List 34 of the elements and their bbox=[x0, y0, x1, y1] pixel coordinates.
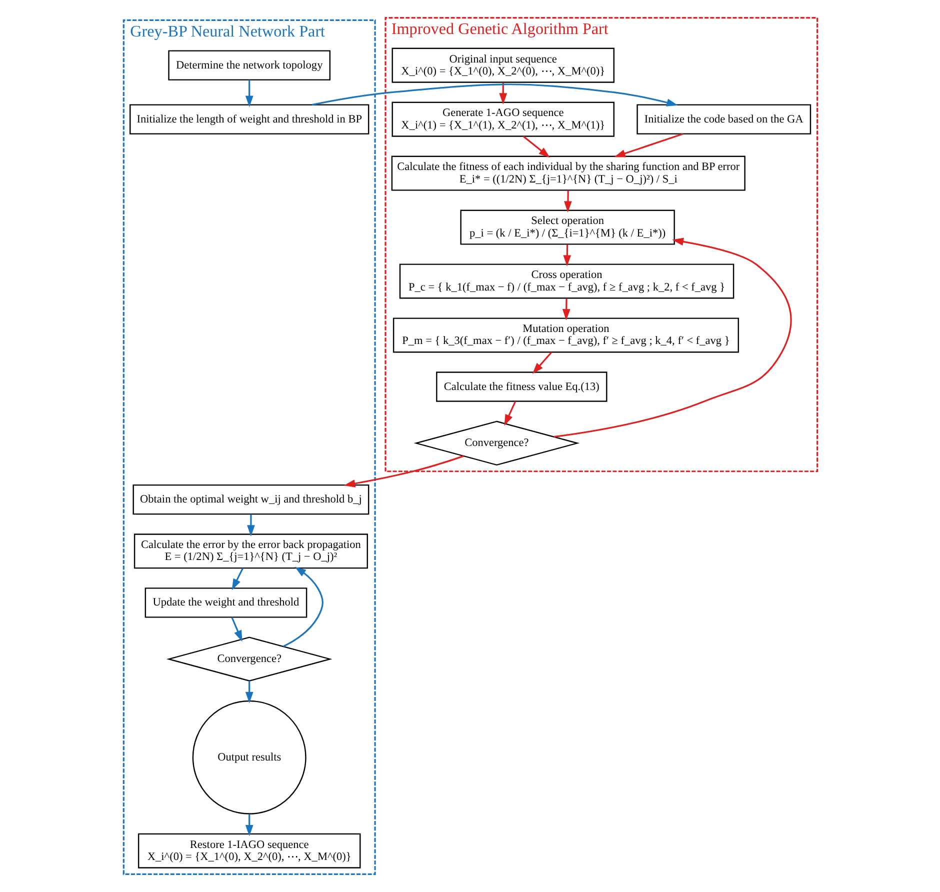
arrow bbox=[614, 133, 683, 158]
arrow bbox=[244, 814, 253, 836]
node-box: Initialize the code based on the GA bbox=[636, 104, 811, 134]
arrow bbox=[246, 514, 254, 536]
node-box: Cross operation P_c = { k_1(f_max − f) / (f_max − f_avg), f ≥ f_avg ; k_2, f < f_avg } bbox=[398, 264, 734, 299]
node-box: Calculate the fitness of each individual by the sharing function and BP error E_i* = ((1/2N) Σ_{j=1}^{N} (T_j − O_j)²) / S_i bbox=[390, 156, 745, 191]
arrow bbox=[311, 84, 678, 106]
node-box: Original input sequence X_i^(0) = {X_1^(0), X_2^(0), ⋯, X_M^(0)} bbox=[391, 48, 614, 83]
node-box: Mutation operation P_m = { k_3(f_max − f′) / (f_max − f_avg), f′ ≥ f_avg ; k_4, f′ < f_avg } bbox=[392, 318, 738, 353]
arrow bbox=[244, 80, 253, 108]
arrow bbox=[532, 352, 552, 374]
node-box: Calculate the error by the error back propagation E = (1/2N) Σ_{j=1}^{N} (T_j − O_j)² bbox=[133, 534, 368, 569]
node-diamond: Convergence? bbox=[413, 420, 580, 466]
arrow bbox=[504, 401, 516, 426]
node-box: Generate 1-AGO sequence X_i^(1) = {X_1^(1), X_2^(1), ⋯, X_M^(1)} bbox=[391, 102, 614, 137]
arrow bbox=[231, 568, 243, 590]
arrow bbox=[562, 298, 570, 320]
node-box: Initialize the length of weight and threshold in BP bbox=[129, 104, 369, 134]
arrow bbox=[522, 136, 550, 158]
arrow bbox=[498, 82, 507, 104]
arrow bbox=[553, 238, 792, 438]
node-box: Select operation p_i = (k / E_i*) / (Σ_{i=1}^{M} (k / E_i*)) bbox=[460, 210, 674, 245]
node-box: Update the weight and threshold bbox=[144, 588, 307, 618]
arrow bbox=[244, 680, 253, 704]
node-diamond: Convergence? bbox=[166, 636, 332, 682]
arrow bbox=[282, 566, 323, 648]
node-circle: Output results bbox=[192, 700, 306, 814]
node-box: Calculate the fitness value Eq.(13) bbox=[436, 372, 607, 402]
arrow bbox=[562, 244, 571, 266]
node-box: Determine the network topology bbox=[168, 50, 330, 80]
node-box: Restore 1-IAGO sequence X_i^(0) = {X_1^(0), X_2^(0), ⋯, X_M^(0)} bbox=[137, 833, 360, 868]
arrow bbox=[230, 617, 242, 642]
arrow bbox=[564, 190, 572, 212]
node-box: Obtain the optimal weight w_ij and threshold b_j bbox=[132, 484, 369, 515]
